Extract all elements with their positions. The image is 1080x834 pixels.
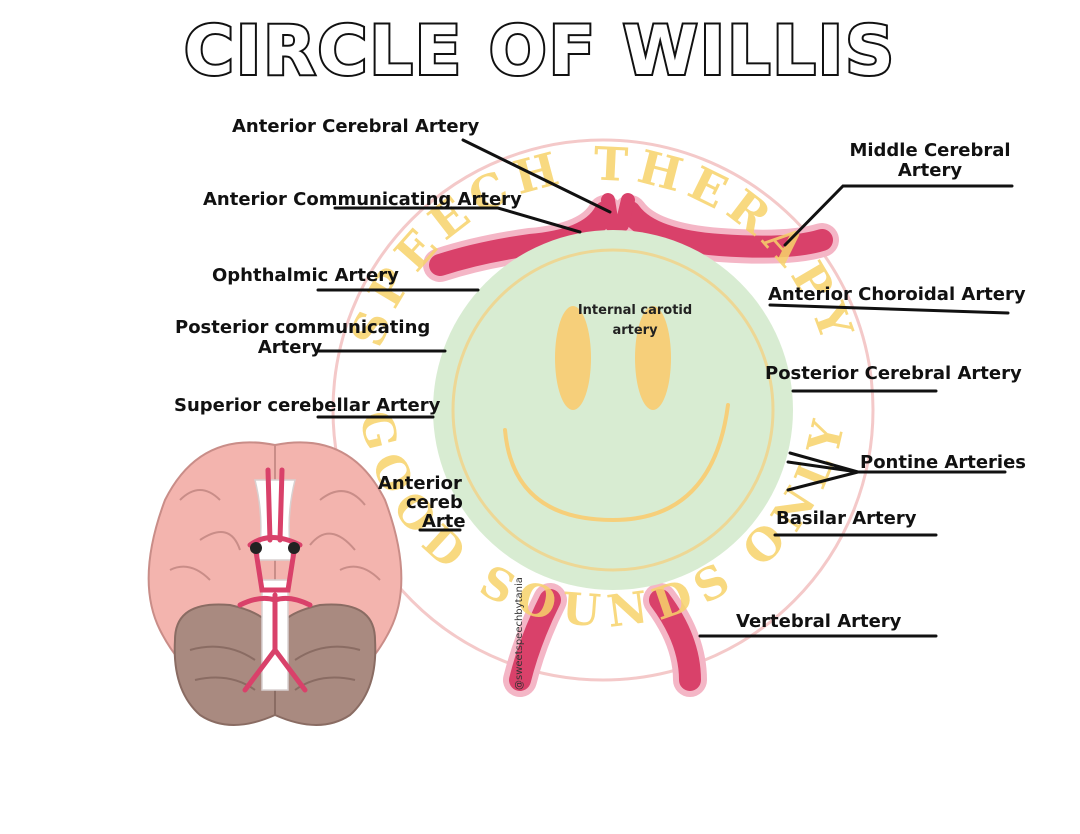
brain-illustration [147,441,403,726]
smiley-mouth [503,403,730,523]
label-anterior-cerebral-artery: Anterior Cerebral Artery [232,116,480,137]
leader-anterior-cerebral [461,138,612,214]
label-basilar-artery: Basilar Artery [776,508,917,529]
label-superior-cerebellar-artery: Superior cerebellar Artery [174,395,441,416]
leader-middle-cerebral [783,184,1014,247]
label-anterior-choroidal-artery: Anterior Choroidal Artery [768,284,1026,305]
leader-anterior-communicating [333,206,582,234]
label-posterior-communicating-artery: Posterior communicating Artery [175,317,431,358]
page-title: CIRCLE OF WILLIS [182,10,897,93]
label-internal-carotid-artery: Internal carotid artery [577,303,693,338]
label-middle-cerebral-artery: Middle Cerebral Artery [849,140,1011,181]
label-vertebral-artery: Vertebral Artery [736,611,902,632]
label-ophthalmic-artery: Ophthalmic Artery [212,265,399,286]
watermark-ring [331,138,875,682]
label-anterior-inferior-cerebellar-artery: Anterior cereb Arte [378,473,466,532]
smiley-face-rim [451,248,775,572]
leader-lines [316,138,1014,638]
label-anterior-communicating-artery: Anterior Communicating Artery [203,189,522,210]
label-posterior-cerebral-artery: Posterior Cerebral Artery [765,363,1022,384]
smiley-left-eye [555,306,591,410]
smiley-face [433,230,793,590]
leader-anterior-choroidal [768,303,1010,315]
smiley-right-eye [635,306,671,410]
watermark-handle: @sweetspeechbytania [514,577,525,690]
label-pontine-arteries: Pontine Arteries [860,452,1027,473]
leader-pontine [786,451,1007,492]
